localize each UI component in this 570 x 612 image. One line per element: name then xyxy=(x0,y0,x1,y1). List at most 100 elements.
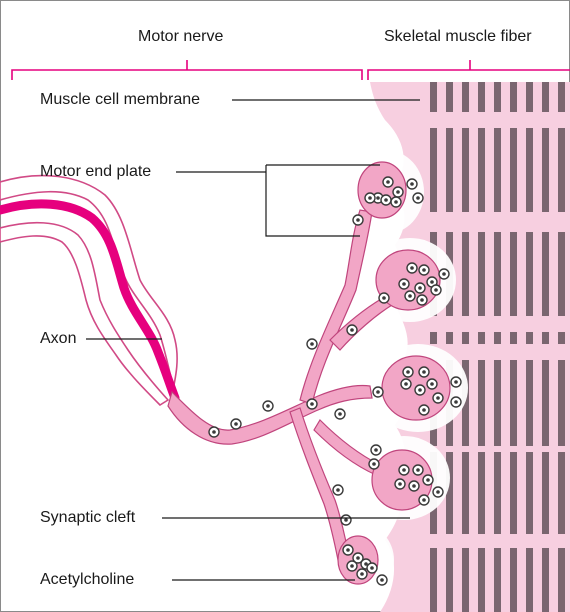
vesicle-core xyxy=(338,412,342,416)
label-axon: Axon xyxy=(40,330,76,348)
striation-bar xyxy=(494,548,501,612)
vesicle-core xyxy=(410,182,414,186)
striation-bar xyxy=(558,232,565,316)
striation-bar xyxy=(558,360,565,446)
vesicle-core xyxy=(436,490,440,494)
vesicle-core xyxy=(422,268,426,272)
striation-bar xyxy=(446,332,453,344)
vesicle-core xyxy=(398,482,402,486)
striation-bar xyxy=(526,332,533,344)
vesicle-core xyxy=(436,396,440,400)
vesicle-core xyxy=(454,380,458,384)
striation-bar xyxy=(446,548,453,612)
striation-bar xyxy=(494,232,501,316)
vesicle-core xyxy=(266,404,270,408)
striation-bar xyxy=(510,332,517,344)
striation-bar xyxy=(542,360,549,446)
striation-bar xyxy=(494,452,501,534)
muscle-fiber-bracket xyxy=(368,60,570,80)
vesicle-core xyxy=(350,564,354,568)
striation-bar xyxy=(542,332,549,344)
striation-bar xyxy=(510,128,517,212)
striation-bar xyxy=(494,360,501,446)
vesicle-core xyxy=(402,282,406,286)
striation-bar xyxy=(542,82,549,112)
vesicle-core xyxy=(422,370,426,374)
striation-bar xyxy=(446,128,453,212)
vesicle-core xyxy=(350,328,354,332)
striation-bar xyxy=(558,128,565,212)
vesicle-core xyxy=(434,288,438,292)
vesicle-core xyxy=(410,266,414,270)
vesicle-core xyxy=(412,484,416,488)
striation-bar xyxy=(462,548,469,612)
vesicle-core xyxy=(344,518,348,522)
label-motor-end-plate: Motor end plate xyxy=(40,163,151,181)
vesicle-core xyxy=(442,272,446,276)
label-acetylcholine: Acetylcholine xyxy=(40,571,134,589)
vesicle-core xyxy=(396,190,400,194)
striation-bar xyxy=(510,360,517,446)
striation-bar xyxy=(430,332,437,344)
striation-bar xyxy=(542,232,549,316)
striation-bar xyxy=(558,452,565,534)
vesicle-core xyxy=(212,430,216,434)
striation-bar xyxy=(526,128,533,212)
vesicle-core xyxy=(426,478,430,482)
vesicle-core xyxy=(234,422,238,426)
label-motor-nerve: Motor nerve xyxy=(138,28,223,46)
striation-bar xyxy=(558,332,565,344)
striation-bar xyxy=(542,452,549,534)
striation-bar xyxy=(526,82,533,112)
striation-bar xyxy=(510,232,517,316)
vesicle-core xyxy=(422,408,426,412)
header-brackets xyxy=(12,60,570,80)
striation-bar xyxy=(542,548,549,612)
striation-bar xyxy=(478,360,485,446)
striation-bar xyxy=(430,548,437,612)
striation-bar xyxy=(494,128,501,212)
label-muscle-cell-membrane: Muscle cell membrane xyxy=(40,91,200,109)
vesicle-core xyxy=(418,286,422,290)
striation-bar xyxy=(478,82,485,112)
vesicle-core xyxy=(374,448,378,452)
striation-bar xyxy=(494,332,501,344)
striation-bar xyxy=(478,548,485,612)
striation-bar xyxy=(510,82,517,112)
striation-bar xyxy=(526,548,533,612)
vesicle-core xyxy=(416,196,420,200)
vesicle-core xyxy=(372,462,376,466)
vesicle-core xyxy=(380,578,384,582)
striation-bar xyxy=(478,452,485,534)
vesicle-core xyxy=(346,548,350,552)
striation-bar xyxy=(510,452,517,534)
vesicle-core xyxy=(376,390,380,394)
vesicle-core xyxy=(376,196,380,200)
vesicle-core xyxy=(430,280,434,284)
striation-bar xyxy=(446,82,453,112)
vesicle-core xyxy=(356,218,360,222)
striation-bar xyxy=(462,128,469,212)
vesicle-core xyxy=(454,400,458,404)
vesicle-core xyxy=(384,198,388,202)
vesicle-core xyxy=(422,498,426,502)
striation-bar xyxy=(558,82,565,112)
vesicle-core xyxy=(356,556,360,560)
vesicle-core xyxy=(416,468,420,472)
striation-bar xyxy=(430,82,437,112)
vesicle-core xyxy=(430,382,434,386)
striation-bar xyxy=(462,82,469,112)
vesicle-core xyxy=(402,468,406,472)
striation-bar xyxy=(526,232,533,316)
striation-bar xyxy=(478,232,485,316)
vesicle-core xyxy=(404,382,408,386)
vesicle-core xyxy=(360,572,364,576)
striation-bar xyxy=(478,332,485,344)
striation-bar xyxy=(462,452,469,534)
striation-bar xyxy=(494,82,501,112)
vesicle-core xyxy=(368,196,372,200)
vesicle-core xyxy=(310,342,314,346)
vesicle-core xyxy=(370,566,374,570)
striation-bar xyxy=(462,232,469,316)
striation-bar xyxy=(478,128,485,212)
